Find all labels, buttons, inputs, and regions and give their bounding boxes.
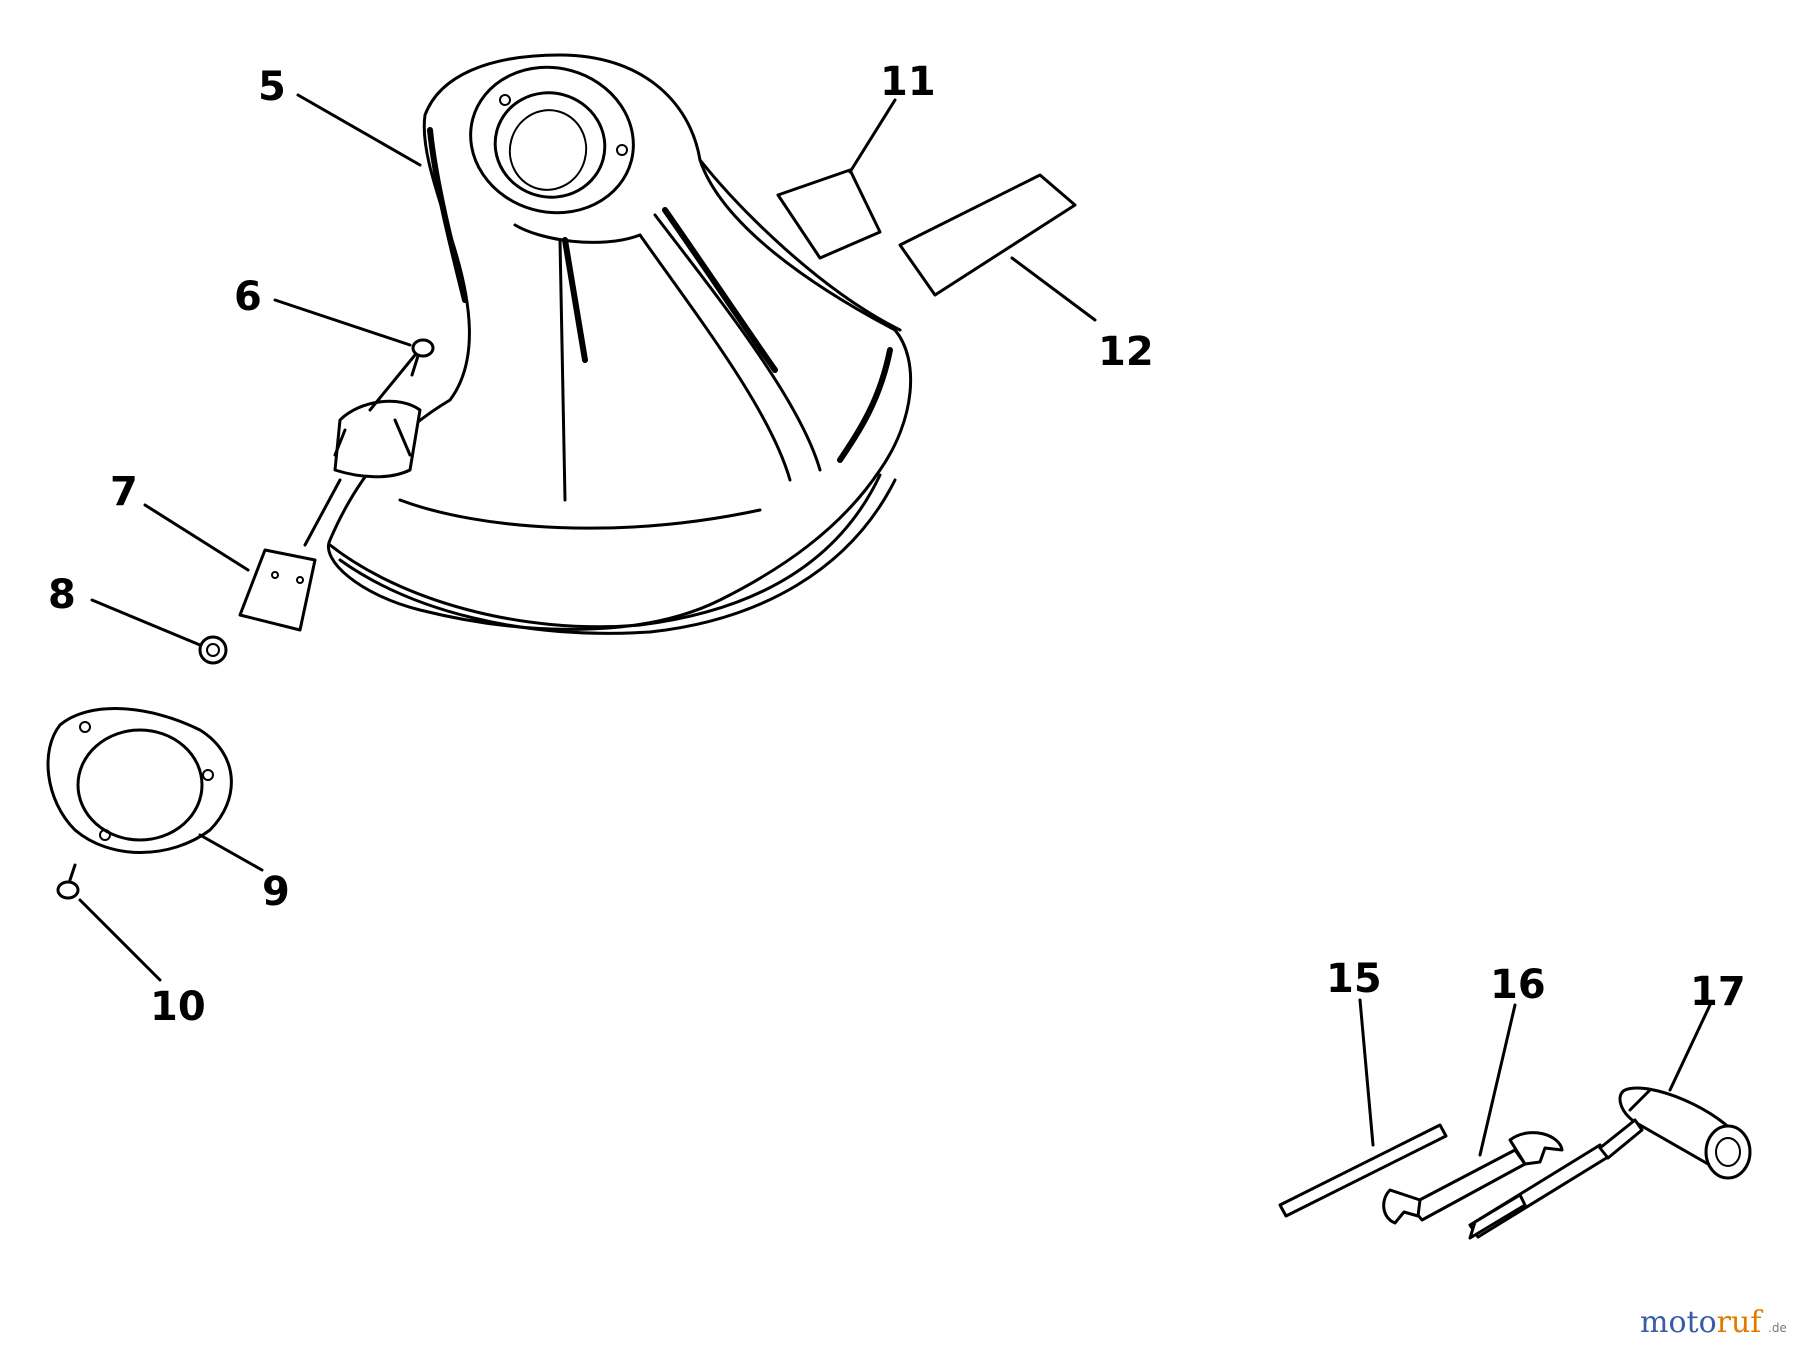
- label-part-12: [898, 173, 1077, 297]
- callout-5: 5: [258, 64, 286, 110]
- screw-part-6: [410, 338, 435, 377]
- rod-tool-part-15: [1278, 1123, 1448, 1218]
- callout-10: 10: [150, 984, 206, 1030]
- callout-15: 15: [1326, 956, 1382, 1002]
- plate-part-9: [46, 707, 233, 854]
- watermark-moto: moto: [1640, 1305, 1717, 1340]
- blade-guard-part: [327, 53, 913, 635]
- leader-lines: [78, 93, 1712, 1157]
- socket-wrench-tool-part-17: [1468, 1086, 1752, 1240]
- bolt-part-10: [56, 863, 80, 900]
- callout-11: 11: [880, 59, 936, 105]
- callout-16: 16: [1490, 962, 1546, 1008]
- mounting-bracket-part: [238, 353, 422, 632]
- nut-part-8: [198, 635, 228, 665]
- svg-text:motoruf: motoruf: [1640, 1305, 1763, 1340]
- callout-9: 9: [262, 869, 290, 915]
- callout-labels: 5 6 7 8 9 10 11 12 15 16 17: [48, 59, 1746, 1030]
- label-part-11: [776, 168, 882, 260]
- watermark-ruf: ruf: [1717, 1305, 1764, 1340]
- callout-6: 6: [234, 274, 262, 320]
- motoruf-watermark: motoruf .de: [1640, 1305, 1787, 1340]
- callout-8: 8: [48, 572, 76, 618]
- watermark-de: .de: [1768, 1321, 1787, 1335]
- callout-7: 7: [110, 469, 138, 515]
- callout-12: 12: [1098, 329, 1154, 375]
- wrench-tool-part-16: [1382, 1131, 1564, 1225]
- callout-17: 17: [1690, 969, 1746, 1015]
